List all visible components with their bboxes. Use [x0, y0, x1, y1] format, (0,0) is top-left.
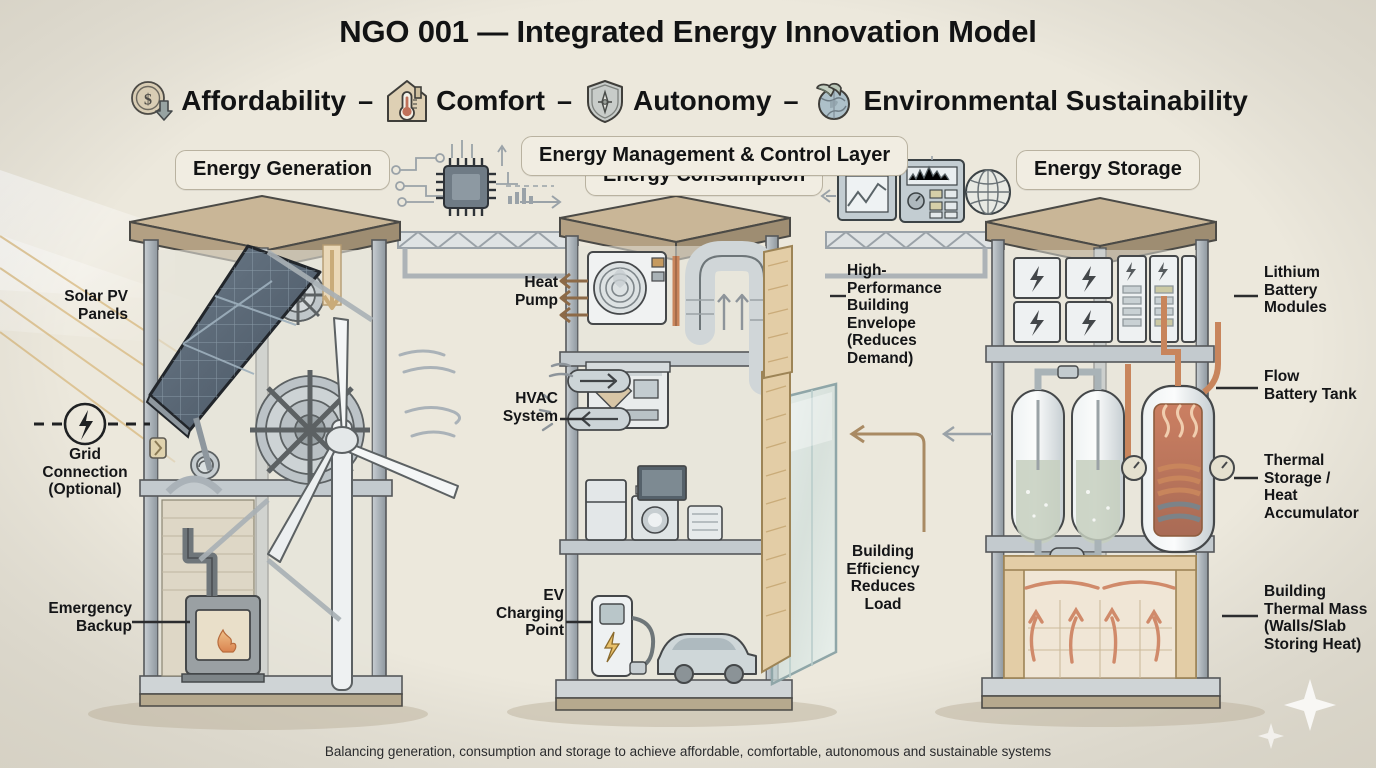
pillars-row: $ Affordability – Comfort – [0, 78, 1376, 124]
callout-solar-pv: Solar PV Panels [64, 288, 128, 323]
svg-text:$: $ [144, 92, 152, 109]
building-thermal-mass [1003, 555, 1197, 679]
pillar-autonomy: Autonomy [584, 78, 771, 124]
truss-right [825, 230, 995, 250]
heat-pump-unit [587, 251, 667, 325]
callout-hvac-system: HVAC System [502, 390, 558, 425]
callout-emergency-backup: Emergency Backup [48, 600, 132, 635]
callout-heat-pump: Heat Pump [514, 274, 558, 309]
pillar-separator: – [783, 85, 799, 116]
circuit-chip-icon [436, 158, 496, 216]
ev-charging-point [591, 595, 757, 684]
callout-building-envelope: High- Performance Building Envelope (Red… [847, 262, 942, 367]
callout-grid-connection: Grid Connection (Optional) [42, 446, 128, 498]
pillar-separator: – [556, 85, 573, 116]
building-storage [981, 197, 1235, 709]
building-generation [129, 195, 461, 707]
pillar-label: Comfort [436, 85, 545, 116]
pillar-label: Autonomy [633, 85, 772, 116]
heat-pump-arrows [559, 272, 588, 324]
grid-connection-port [149, 437, 167, 459]
shield-plug-icon [587, 80, 624, 123]
section-label-storage[interactable]: Energy Storage [1016, 150, 1200, 190]
pillar-separator: – [358, 85, 374, 116]
coin-dollar-down-arrow-icon: $ [131, 81, 173, 121]
arrow-left-icon [820, 189, 836, 203]
building-envelope-glass [761, 362, 838, 687]
house-thermometer-icon [387, 80, 428, 122]
building-envelope-wall [763, 244, 793, 380]
control-layer-icons [391, 140, 1011, 223]
callout-building-efficiency: Building Efficiency Reduces Load [846, 543, 920, 613]
page-title: NGO 001 — Integrated Energy Innovation M… [339, 14, 1037, 49]
pillar-label: Affordability [181, 85, 347, 116]
callout-lithium-modules: Lithium Battery Modules [1264, 264, 1327, 316]
appliances [585, 465, 723, 541]
flow-battery-tanks [1011, 365, 1125, 567]
building-consumption [538, 195, 838, 711]
grid-connection-line [34, 402, 150, 446]
callout-thermal-storage: Thermal Storage / Heat Accumulator [1264, 452, 1359, 522]
globe-leaf-icon [816, 82, 851, 120]
pillar-comfort: Comfort [385, 78, 545, 124]
emergency-backup-stove [181, 528, 265, 683]
efficiency-flow-arrow [849, 424, 926, 532]
pressure-gauges [1121, 455, 1235, 481]
leader-lines [34, 272, 1258, 624]
truss-left [397, 230, 567, 250]
hvac-duct-arrows [538, 362, 631, 432]
section-label-generation[interactable]: Energy Generation [175, 150, 390, 190]
pillar-affordability: $ Affordability [128, 79, 346, 123]
pillar-label: Environmental Sustainability [863, 85, 1248, 116]
hvac-top-plate [585, 361, 671, 373]
pillar-sustainability: Environmental Sustainability [810, 78, 1248, 124]
footer-caption: Balancing generation, consumption and st… [324, 744, 1052, 759]
callout-ev-charging: EV Charging Point [495, 587, 564, 639]
callout-flow-battery: Flow Battery Tank [1264, 368, 1357, 403]
duct-pipes [672, 241, 779, 395]
callout-thermal-mass: Building Thermal Mass (Walls/Slab Storin… [1264, 583, 1368, 653]
solar-pv-panels [145, 244, 322, 471]
lithium-battery-racks [1117, 255, 1197, 343]
signal-bars-icon [451, 140, 562, 209]
wind-turbine [267, 317, 461, 691]
lithium-battery-modules-boxes [1013, 257, 1113, 343]
section-label-control[interactable]: Energy Management & Control Layer [521, 136, 909, 176]
control-panel-meter-icon [899, 159, 965, 223]
globe-network-icon [965, 169, 1011, 215]
